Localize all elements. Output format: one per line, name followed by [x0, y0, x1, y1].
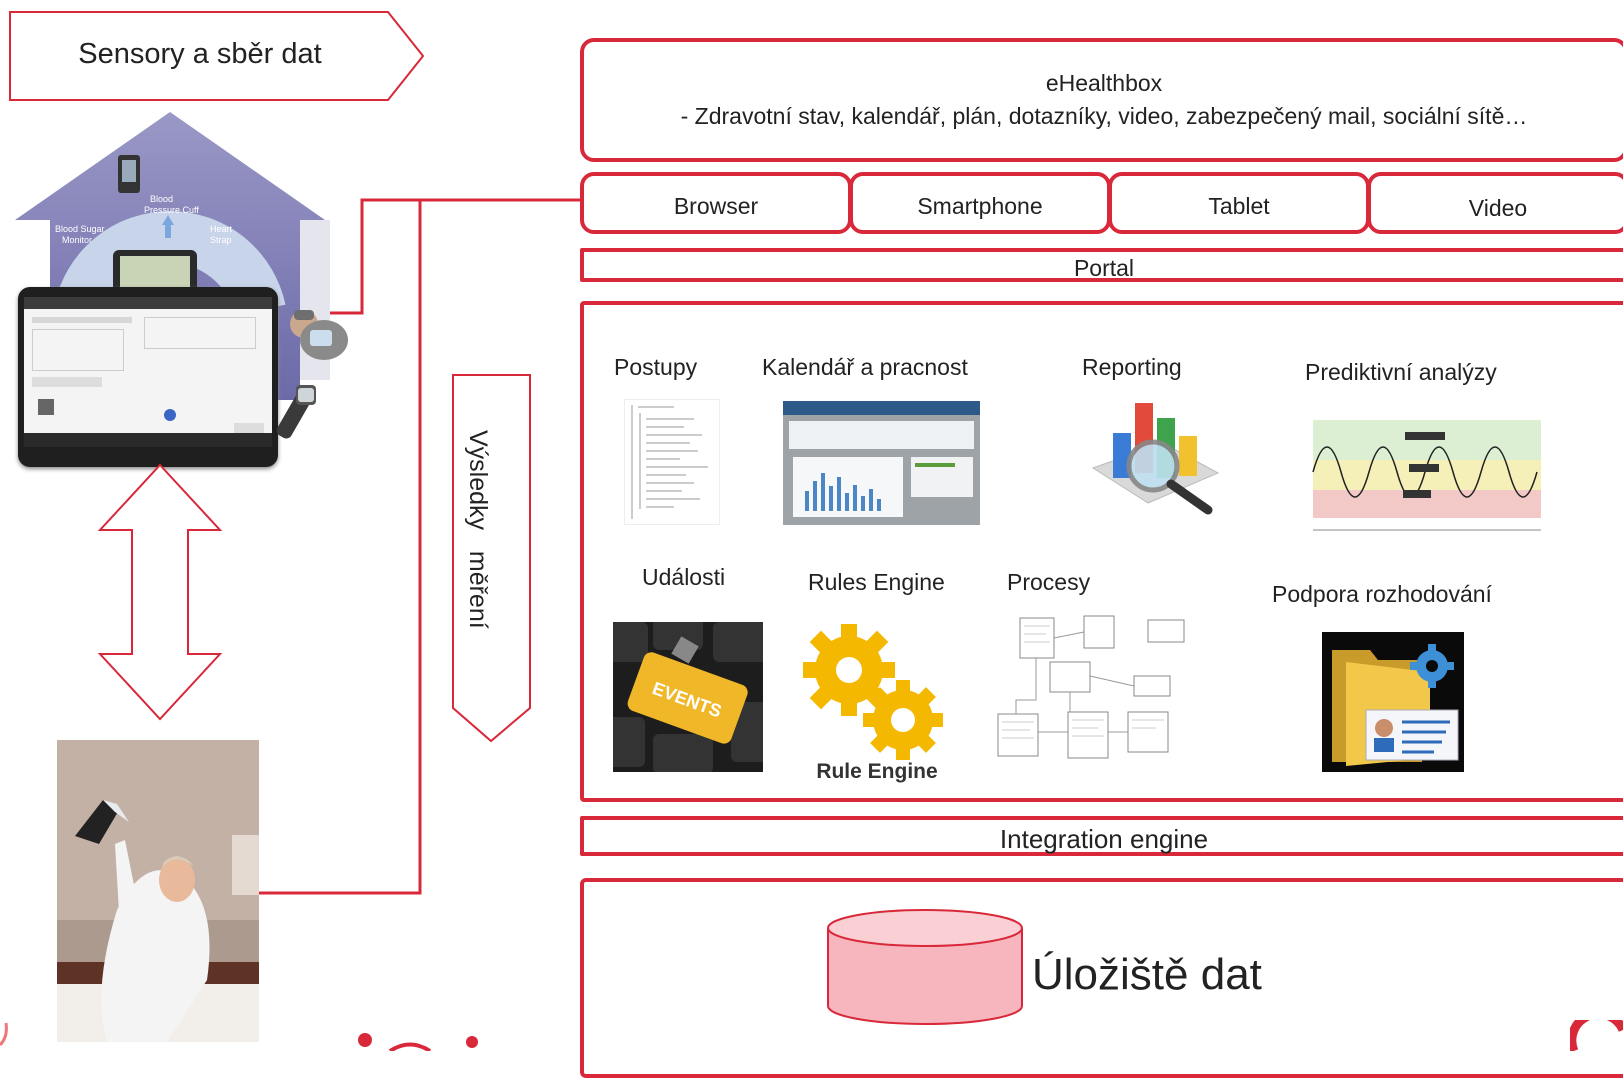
channel-smartphone: Smartphone — [849, 172, 1111, 234]
podpora-folder-icon — [1322, 632, 1464, 772]
sensors-label: Sensory a sběr dat — [78, 38, 322, 70]
ehealthbox-panel: eHealthbox - Zdravotní stav, kalendář, p… — [580, 38, 1623, 162]
module-prediktivni-label: Prediktivní analýzy — [1305, 359, 1497, 385]
doctor-photo — [57, 740, 259, 1042]
postupy-tree-image — [624, 399, 720, 525]
svg-text:Blood: Blood — [150, 194, 173, 204]
portal-label: Portal — [1073, 255, 1135, 281]
portal-bar: Portal — [580, 248, 1623, 282]
results-arrow-shape — [452, 374, 531, 743]
integration-engine-bar: Integration engine — [580, 816, 1623, 856]
svg-text:Strap: Strap — [210, 235, 232, 245]
rule-engine-gears-icon: Rule Engine — [803, 624, 943, 783]
ehealthbox-title: eHealthbox — [1045, 70, 1163, 96]
connector-lines — [258, 198, 582, 895]
sensors-arrow-shape — [9, 11, 425, 101]
results-label: Výsledky měření — [464, 430, 492, 629]
double-arrow-icon — [97, 463, 223, 721]
integration-engine-label: Integration engine — [999, 824, 1209, 854]
channel-smartphone-label: Smartphone — [917, 193, 1043, 219]
svg-text:Blood Sugar: Blood Sugar — [55, 224, 105, 234]
module-udalosti-label: Události — [642, 564, 726, 590]
channel-tablet: Tablet — [1108, 172, 1370, 234]
svg-text:Pressure Cuff: Pressure Cuff — [144, 205, 199, 215]
channel-tablet-label: Tablet — [1208, 193, 1270, 219]
channel-browser: Browser — [580, 172, 852, 234]
reporting-icon — [1091, 403, 1220, 515]
module-postupy-label: Postupy — [614, 354, 698, 380]
procesy-diagram-image — [996, 612, 1190, 764]
ehealthbox-subtitle: - Zdravotní stav, kalendář, plán, dotazn… — [680, 103, 1528, 129]
channel-video: Video — [1367, 172, 1623, 234]
svg-text:Monitor: Monitor — [62, 235, 92, 245]
module-kalendar-label: Kalendář a pracnost — [762, 354, 968, 380]
kalendar-dashboard-image — [783, 401, 980, 525]
channel-browser-label: Browser — [673, 193, 759, 219]
svg-text:Heart: Heart — [210, 224, 233, 234]
module-podpora-label: Podpora rozhodování — [1272, 581, 1492, 607]
rule-engine-caption: Rule Engine — [816, 760, 937, 783]
sensor-devices-image — [276, 310, 348, 439]
database-cylinder-icon — [827, 909, 1023, 1025]
module-reporting-label: Reporting — [1082, 354, 1182, 380]
module-rules-label: Rules Engine — [808, 569, 945, 595]
storage-label: Úložiště dat — [1032, 950, 1262, 999]
logo-fragment-right — [1570, 1020, 1623, 1051]
logo-fragment-bottom — [358, 1033, 478, 1051]
logo-fragment-left — [0, 1022, 8, 1047]
prediktivni-chart-image — [1307, 412, 1549, 544]
module-procesy-label: Procesy — [1007, 569, 1091, 595]
events-keyboard-image: EVENTS — [613, 622, 763, 772]
tablet-image — [18, 287, 278, 467]
channel-video-label: Video — [1468, 195, 1528, 221]
